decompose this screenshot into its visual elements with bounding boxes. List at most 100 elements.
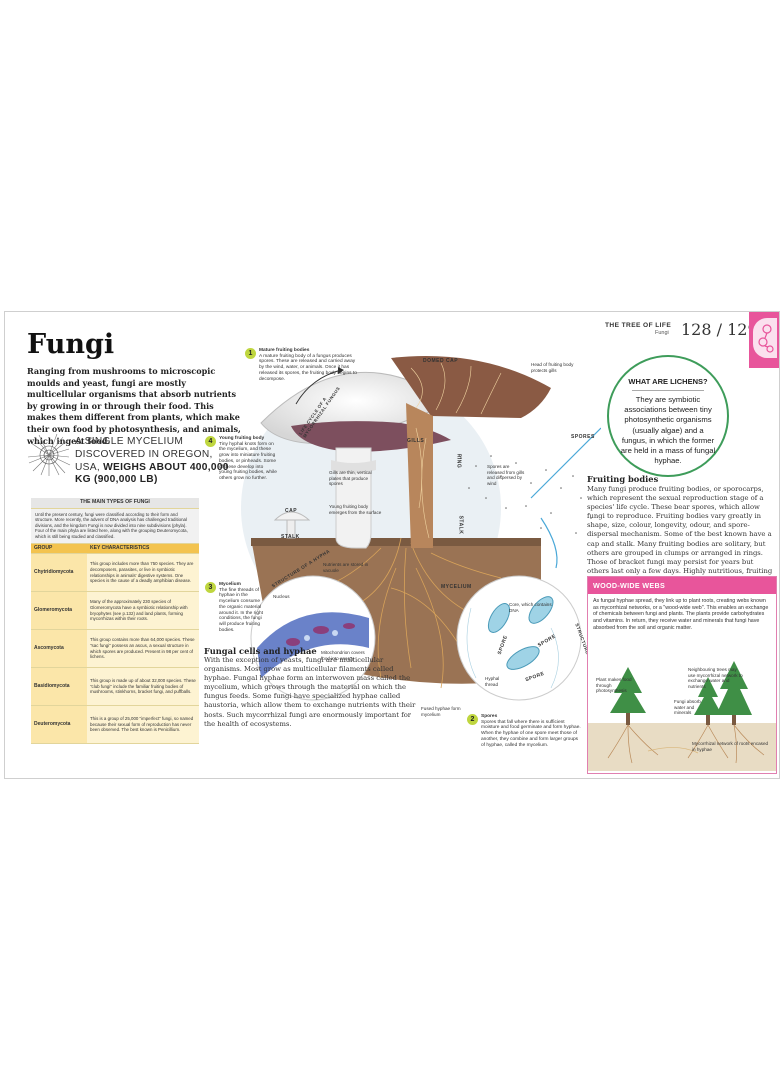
label-spores: SPORES [571, 434, 595, 440]
tree-icon [716, 661, 752, 715]
step2-body: Spores that fall where there is sufficie… [481, 719, 581, 748]
table-row: Deuteromycota This is a group of 25,000 … [31, 705, 199, 745]
fungi-types-table: THE MAIN TYPES OF FUNGI Until the presen… [31, 498, 199, 745]
note-hyphal-thread: Hyphal thread [485, 676, 500, 687]
group-name: Basidiomycota [31, 667, 87, 707]
step-number-1: 1 [245, 348, 256, 359]
wood-paragraph: As fungal hyphae spread, they link up to… [593, 598, 769, 631]
col-characteristics: KEY CHARACTERISTICS [87, 543, 199, 555]
note-nucleus: Nucleus [273, 594, 290, 599]
fruiting-paragraph: Many fungi produce fruiting bodies, or s… [587, 485, 773, 584]
table-row: Basidiomycota This group is made up of a… [31, 667, 199, 707]
fruiting-heading: Fruiting bodies [587, 474, 659, 484]
step2-text: Spores Spores that fall where there is s… [481, 714, 583, 748]
spores-circle [456, 575, 582, 701]
note-nutrients: Nutrients are stored in vacuole [323, 562, 369, 573]
step1-body: A mature fruiting body of a fungus produ… [259, 353, 357, 382]
label-network: Mycorrhizal network of roots encased in … [692, 741, 769, 752]
group-name: Deuteromycota [31, 705, 87, 745]
note-core: Core, which contains DNA [509, 602, 552, 613]
page-title: Fungi [27, 329, 115, 360]
mycelium-fact: A SINGLE MYCELIUM DISCOVERED IN OREGON, … [75, 436, 245, 487]
label-domed-cap: DOMED CAP [423, 358, 459, 364]
step4-title: Young fruiting body [219, 436, 265, 441]
note-mitochondrion: Mitochondrion covers food into energy [321, 650, 365, 661]
tree-icon [610, 667, 646, 713]
lichens-callout: WHAT ARE LICHENS? They are symbiotic ass… [607, 355, 729, 477]
note-spores: Spores are released from gills and dispe… [487, 464, 525, 486]
step3-title: Mycelium [219, 582, 241, 587]
table-row: Chytridiomycota This group includes more… [31, 553, 199, 593]
group-desc: This group contains more than 64,000 spe… [87, 629, 199, 669]
col-group: GROUP [31, 543, 87, 555]
fact-line-1: A SINGLE MYCELIUM [75, 436, 184, 447]
label-trees: Neighbouring trees may use mycorrhizal n… [688, 667, 743, 689]
lichens-question: WHAT ARE LICHENS? [628, 377, 708, 386]
book-spread: Fungi Ranging from mushrooms to microsco… [4, 311, 780, 779]
label-stalk-small: STALK [281, 534, 300, 540]
group-desc: This is a group of 25,000 "imperfect" fu… [87, 705, 199, 745]
group-name: Glomeromycota [31, 591, 87, 631]
wind-arrow-icon [540, 517, 558, 569]
table-row: Ascomycota This group contains more than… [31, 629, 199, 669]
wood-wide-webs-box: WOOD-WIDE WEBS As fungal hyphae spread, … [587, 576, 777, 774]
fact-line-3: USA, [75, 461, 100, 473]
group-desc: This group includes more than 750 specie… [87, 553, 199, 593]
label-ring: RING [455, 453, 462, 469]
mycelium-illustration [27, 433, 71, 476]
spore-dots [460, 455, 592, 534]
mushroom-ring [331, 460, 376, 473]
label-fungi: Fungi absorb water and minerals [674, 699, 701, 716]
label-gills: GILLS [407, 438, 425, 444]
chapter-tab [749, 312, 779, 368]
lichens-answer: They are symbiotic associations between … [620, 395, 716, 466]
tree-icon [694, 677, 722, 715]
step4-body: Tiny hyphal knots form on the mycelium, … [219, 441, 277, 481]
table-title: THE MAIN TYPES OF FUNGI [31, 498, 199, 509]
tree-of-life-icon [758, 324, 774, 353]
label-cap: CAP [285, 508, 298, 514]
running-subhead: Fungi [655, 330, 669, 336]
label-stalk: STALK [457, 515, 464, 535]
group-desc: Many of the approximately 230 species of… [87, 591, 199, 631]
step3-body: The fine threads of hyphae in the myceli… [219, 587, 263, 633]
step4-text: Young fruiting body Tiny hyphal knots fo… [219, 436, 277, 482]
lichens-divider [632, 390, 704, 391]
cells-paragraph: With the exception of yeasts, fungi are … [204, 656, 416, 728]
group-name: Chytridiomycota [31, 553, 87, 593]
step-number-2: 2 [467, 714, 478, 725]
intro-paragraph: Ranging from mushrooms to microscopic mo… [27, 366, 241, 446]
cells-heading: Fungal cells and hyphae [204, 646, 317, 656]
cut-stalk [406, 403, 433, 548]
step2-title: Spores [481, 714, 498, 719]
young-mushroom [273, 511, 311, 521]
step-number-4: 4 [205, 436, 216, 447]
note-fused: Fused hyphae form mycelium [421, 706, 461, 717]
step1-text: Mature fruiting bodies A mature fruiting… [259, 348, 357, 382]
wood-heading: WOOD-WIDE WEBS [588, 577, 776, 594]
label-plant: Plant makes food through photosynthesis [596, 677, 632, 694]
table-row: Glomeromycota Many of the approximately … [31, 591, 199, 631]
group-name: Ascomycota [31, 629, 87, 669]
table-intro: Until the present century, fungi were cl… [31, 508, 199, 544]
step1-title: Mature fruiting bodies [259, 348, 310, 353]
running-head: THE TREE OF LIFE [605, 322, 672, 329]
note-gills: Gills are thin, vertical plates that pro… [329, 470, 372, 487]
step-number-3: 3 [205, 582, 216, 593]
group-desc: This group is made up of about 32,000 sp… [87, 667, 199, 707]
step3-text: Mycelium The fine threads of hyphae in t… [219, 582, 267, 633]
fact-bold: WEIGHS ABOUT 400,000 KG (900,000 LB) [75, 461, 229, 486]
wind-arrow-icon [530, 427, 601, 499]
mushroom-stalk [335, 447, 372, 549]
cut-cap [391, 356, 551, 418]
fact-line-2: DISCOVERED IN OREGON, [75, 448, 213, 460]
label-mycelium: MYCELIUM [441, 584, 472, 590]
hypha-tube [257, 612, 369, 678]
page-numbers: 128 / 129 [681, 320, 758, 339]
chapter-tab-inner [753, 318, 777, 358]
fungus-lifecycle-diagram [241, 356, 601, 701]
note-head: Head of fruiting body protects gills [531, 362, 574, 373]
arrow-icon [295, 369, 342, 405]
wood-wide-illustration [588, 661, 776, 771]
note-young: Young fruiting body emerges from the sur… [329, 504, 382, 515]
